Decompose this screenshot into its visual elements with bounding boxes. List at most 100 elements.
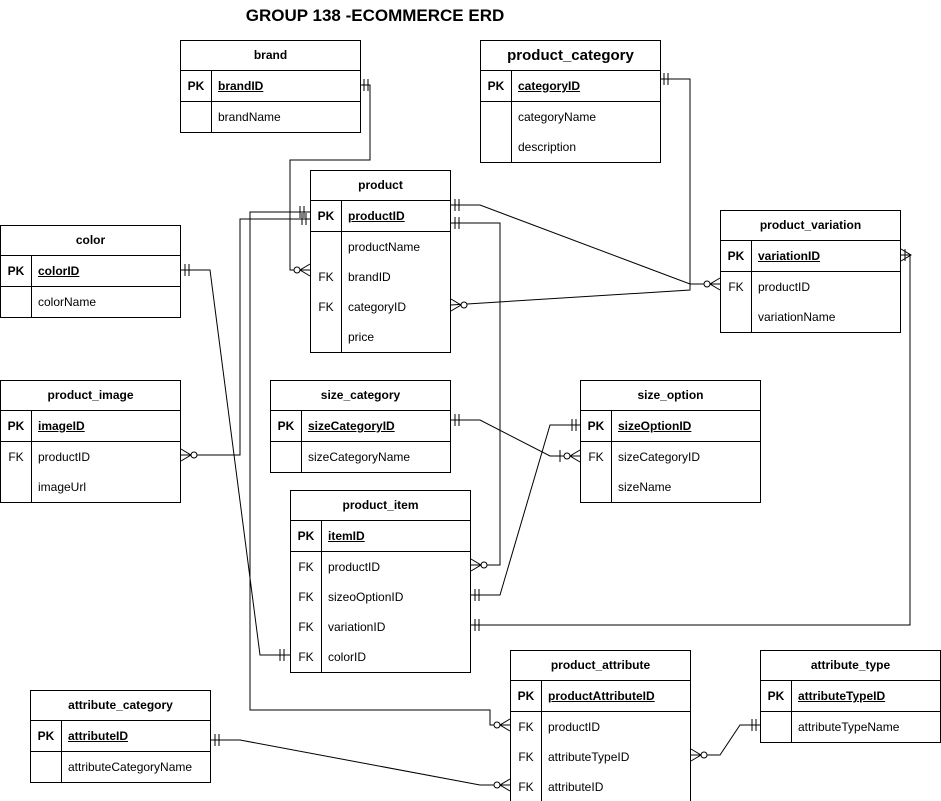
attribute-name: colorID	[38, 264, 80, 278]
relationship-sizeoption-item	[471, 424, 580, 596]
one-marker	[474, 619, 480, 631]
optional-marker	[460, 301, 468, 309]
attribute-row: FK colorID	[291, 642, 470, 672]
attribute-name: variationName	[758, 310, 836, 324]
one-marker	[363, 79, 369, 91]
attribute-name: attributeTypeID	[548, 750, 630, 764]
key-indicator: FK	[511, 712, 542, 742]
key-indicator: FK	[291, 552, 322, 582]
key-indicator: PK	[1, 411, 32, 441]
attribute-name: sizeoOptionID	[328, 590, 404, 604]
attribute-name: categoryID	[518, 79, 581, 93]
attribute-row: PK itemID	[291, 521, 470, 552]
one-marker	[299, 206, 305, 218]
optional-marker	[480, 561, 488, 569]
relationship-color-item	[181, 269, 290, 656]
key-indicator: PK	[721, 241, 752, 271]
entity-name: color	[1, 226, 180, 256]
key-indicator	[271, 442, 302, 472]
key-indicator	[311, 322, 342, 352]
optional-marker	[703, 280, 711, 288]
attribute-row: attributeCategoryName	[31, 752, 210, 782]
one-marker	[184, 264, 190, 276]
attribute-name: productID	[548, 720, 601, 734]
entity-name: attribute_category	[31, 691, 210, 721]
entity-name: product_item	[291, 491, 470, 521]
key-indicator	[311, 232, 342, 262]
relationship-product-attribute	[249, 211, 510, 726]
attribute-name: attributeTypeName	[798, 720, 900, 734]
entity-name: brand	[181, 41, 360, 71]
entity-name: size_option	[581, 381, 760, 411]
key-indicator	[581, 472, 612, 502]
one-marker	[454, 199, 460, 211]
attribute-name: description	[518, 140, 577, 154]
optional-marker	[493, 721, 501, 729]
one-marker	[454, 414, 460, 426]
attribute-name: variationID	[758, 249, 821, 263]
key-indicator	[1, 287, 32, 317]
attribute-name: productAttributeID	[548, 689, 655, 703]
entity-name: product_image	[1, 381, 180, 411]
attribute-name: imageID	[38, 419, 85, 433]
attribute-row: brandName	[181, 102, 360, 132]
attribute-name: colorID	[328, 650, 367, 664]
key-indicator	[181, 102, 212, 132]
attribute-name: sizeOptionID	[618, 419, 692, 433]
attribute-row: description	[481, 132, 660, 162]
attribute-row: FK productID	[511, 712, 690, 742]
entity-name: product_attribute	[511, 651, 690, 681]
one-marker	[214, 734, 220, 746]
attribute-name: price	[348, 330, 375, 344]
one-marker	[663, 73, 669, 85]
attribute-name: productID	[758, 280, 811, 294]
key-indicator: FK	[311, 292, 342, 322]
attribute-name: sizeCategoryID	[618, 450, 701, 464]
key-indicator: PK	[291, 521, 322, 551]
attribute-row: PK variationID	[721, 241, 900, 272]
attribute-name: brandName	[218, 110, 281, 124]
key-indicator	[721, 302, 752, 332]
key-indicator	[1, 472, 32, 502]
attribute-name: sizeCategoryName	[308, 450, 411, 464]
attribute-row: price	[311, 322, 450, 352]
many-marker	[900, 248, 912, 262]
attribute-row: categoryName	[481, 102, 660, 132]
attribute-name: colorName	[38, 295, 97, 309]
key-indicator: PK	[31, 721, 62, 751]
attribute-name: itemID	[328, 529, 365, 543]
key-indicator: PK	[181, 71, 212, 101]
attribute-row: attributeTypeName	[761, 712, 940, 742]
entity-name: product	[311, 171, 450, 201]
attribute-name: imageUrl	[38, 480, 87, 494]
attribute-row: sizeCategoryName	[271, 442, 450, 472]
attribute-name: sizeCategoryID	[308, 419, 395, 433]
key-indicator	[761, 712, 792, 742]
key-indicator: FK	[291, 642, 322, 672]
attribute-row: productName	[311, 232, 450, 262]
attribute-row: imageUrl	[1, 472, 180, 502]
